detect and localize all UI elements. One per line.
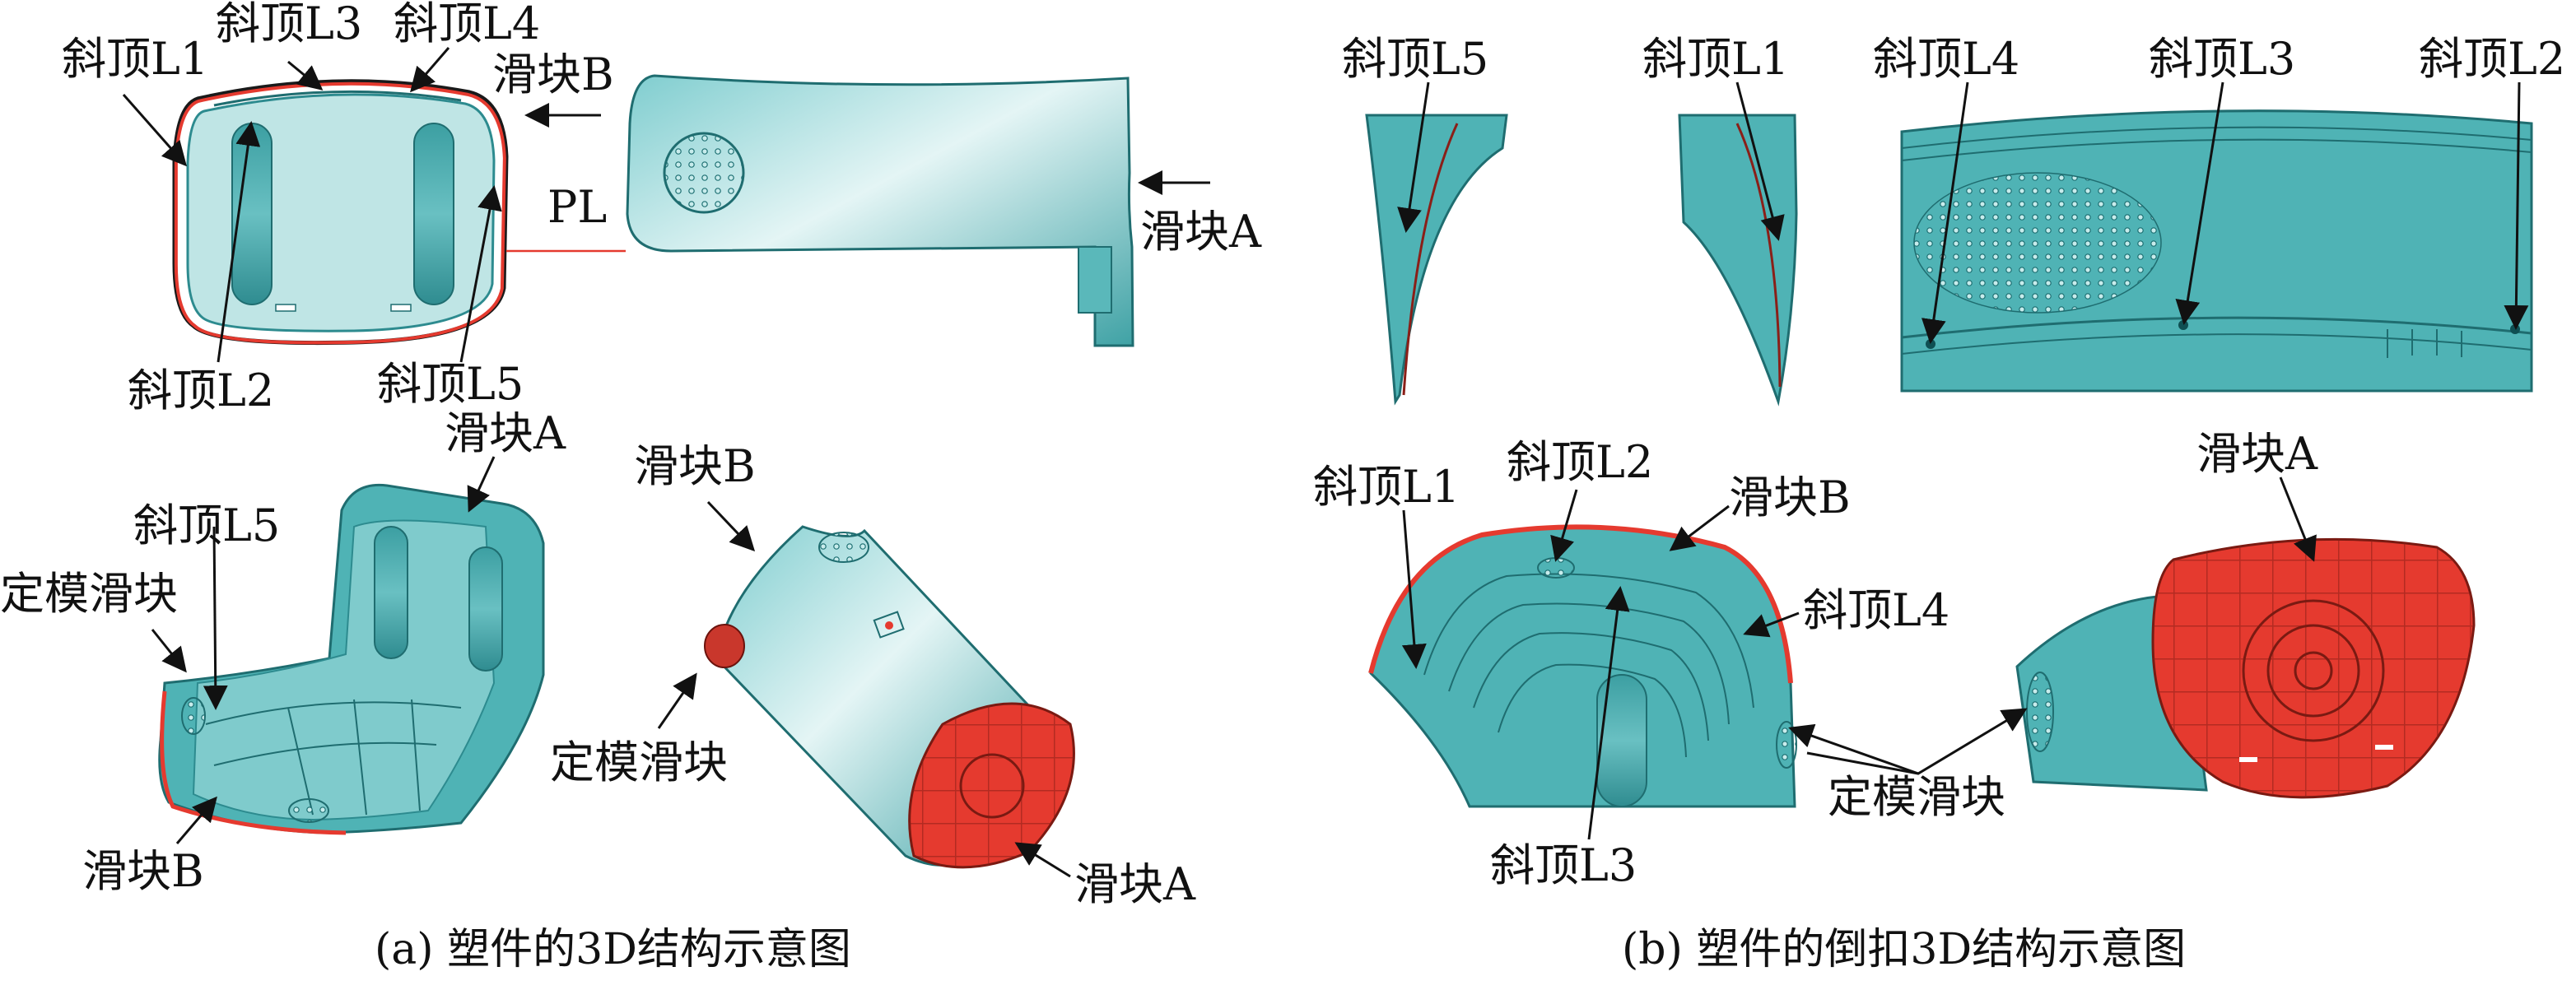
- detail-section-l5: [1365, 114, 1508, 406]
- label-a-slider-a-rot: 滑块A: [1074, 858, 1195, 910]
- label-a-l1-top: 斜顶L1: [62, 33, 209, 85]
- part-iso-outside: [704, 525, 1075, 869]
- label-a-slider-a-iso: 滑块A: [445, 407, 566, 459]
- label-a-l5-iso: 斜顶L5: [133, 500, 281, 551]
- label-b-l1-iso: 斜顶L1: [1313, 461, 1460, 513]
- fixed-slider-leader: [1788, 708, 2028, 775]
- label-a-slider-b-top: 滑块B: [492, 49, 614, 100]
- label-a-pl: PL: [547, 181, 608, 233]
- label-a-l5-bottom: 斜顶L5: [377, 358, 524, 410]
- label-b-l5-top: 斜顶L5: [1342, 33, 1489, 85]
- cutaway-inside: [1368, 524, 1797, 808]
- label-a-slider-b-rot: 滑块B: [634, 440, 756, 492]
- label-b-l4-top: 斜顶L4: [1873, 33, 2020, 85]
- label-a-slider-b-iso: 滑块B: [82, 845, 204, 897]
- caption-b: (b) 塑件的倒扣3D结构示意图: [1622, 925, 2187, 974]
- label-b-l2-top: 斜顶L2: [2419, 33, 2566, 85]
- part-side-view: [626, 74, 1134, 347]
- label-a-fixed-slider-rot: 定模滑块: [550, 737, 728, 788]
- label-b-slider-b-iso: 滑块B: [1729, 472, 1851, 523]
- label-b-l3-iso: 斜顶L3: [1490, 839, 1637, 891]
- label-b-l3-top: 斜顶L3: [2149, 33, 2296, 85]
- part-front-view: [172, 79, 509, 346]
- label-a-l3-top: 斜顶L3: [216, 0, 363, 49]
- part-iso-inside: [158, 483, 545, 835]
- label-b-l1-top: 斜顶L1: [1642, 33, 1790, 85]
- label-a-l2-bottom: 斜顶L2: [128, 365, 275, 416]
- detail-section-l1: [1678, 114, 1798, 407]
- label-a-l4-top: 斜顶L4: [394, 0, 541, 49]
- leader-lines: [122, 47, 2529, 878]
- label-b-slider-a-iso: 滑块A: [2196, 428, 2317, 480]
- label-a-fixed-slider-iso: 定模滑块: [0, 568, 178, 620]
- caption-a: (a) 塑件的3D结构示意图: [375, 925, 851, 974]
- label-b-fixed-slider-iso: 定模滑块: [1828, 771, 2005, 823]
- label-b-l2-iso: 斜顶L2: [1507, 436, 1654, 488]
- label-a-slider-a-side: 滑块A: [1140, 206, 1261, 258]
- label-b-l4-iso: 斜顶L4: [1803, 584, 1950, 636]
- exterior-slider-a: [2015, 537, 2476, 799]
- detail-inner-wall: [1900, 109, 2533, 393]
